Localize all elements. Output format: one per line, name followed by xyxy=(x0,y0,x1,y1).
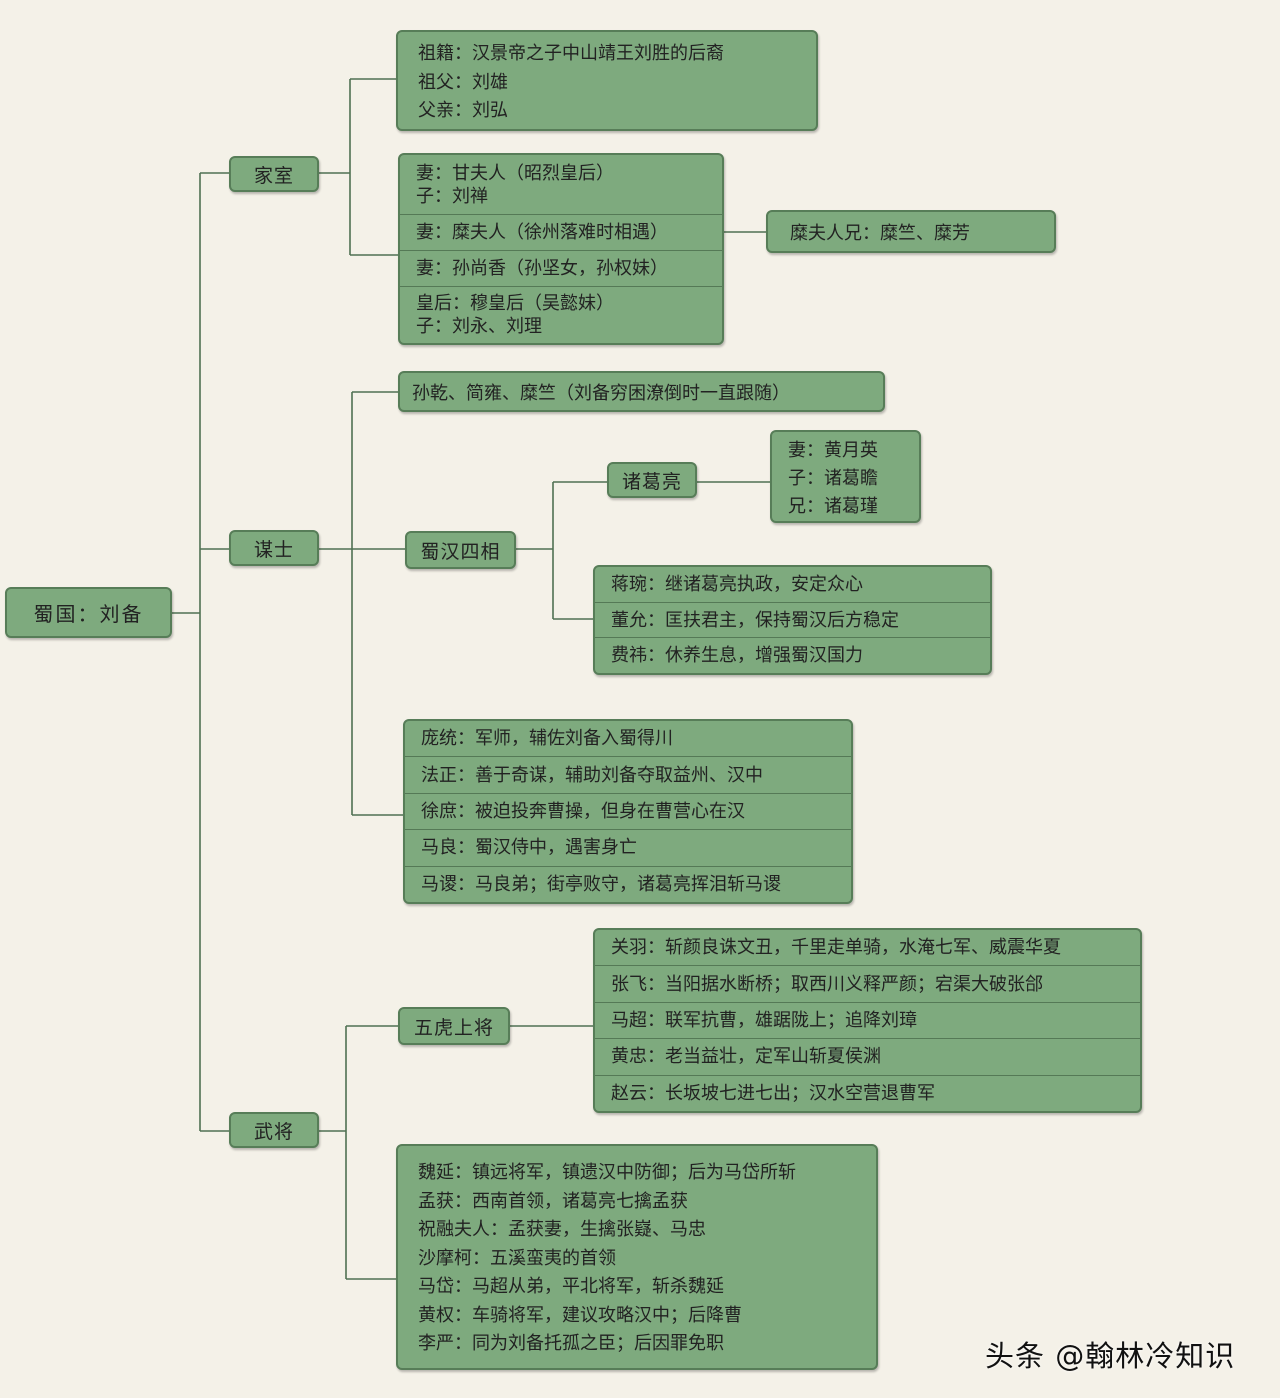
advisor-row: 法正：善于奇谋，辅助刘备夺取益州、汉中 xyxy=(405,756,851,792)
advisors-label: 谋士 xyxy=(253,538,294,561)
advisor-row: 庞统：军师，辅佐刘备入蜀得川 xyxy=(421,728,673,750)
advisor-row: 徐庶：被迫投奔曹操，但身在曹营心在汉 xyxy=(405,792,851,829)
general-line: 黄权：车骑将军，建议攻略汉中；后降曹 xyxy=(418,1304,742,1326)
five-tigers-label: 五虎上将 xyxy=(413,1016,494,1039)
wife-line: 皇后：穆皇后（吴懿妹） xyxy=(416,293,614,315)
advisor-row: 马良：蜀汉侍中，遇害身亡 xyxy=(405,829,851,865)
wife-row: 皇后：穆皇后（吴懿妹） 子：刘永、刘理 xyxy=(400,286,722,343)
tiger-row: 关羽：斩颜良诛文丑，千里走单骑，水淹七军、威震华夏 xyxy=(611,937,1061,959)
family-node: 家室 xyxy=(229,156,319,192)
followers-label: 孙乾、简雍、糜竺（刘备穷困潦倒时一直跟随） xyxy=(412,382,790,404)
tiger-row: 赵云：长坂坡七进七出；汉水空营退曹军 xyxy=(595,1074,1140,1111)
wife-line: 妻：孙尚香（孙坚女，孙权妹） xyxy=(416,258,668,280)
ancestry-box: 祖籍：汉景帝之子中山靖王刘胜的后裔 祖父：刘雄 父亲：刘弘 xyxy=(396,30,818,131)
wife-row: 妻：甘夫人（昭烈皇后） 子：刘禅 xyxy=(400,155,722,214)
tiger-row: 马超：联军抗曹，雄踞陇上；追降刘璋 xyxy=(595,1001,1140,1038)
mi-brothers-label: 糜夫人兄：糜竺、糜芳 xyxy=(790,222,970,244)
family-label: 家室 xyxy=(253,164,294,187)
ministers-box: 蒋琬：继诸葛亮执政，安定众心 董允：匡扶君主，保持蜀汉后方稳定 费祎：休养生息，… xyxy=(593,565,992,675)
generals-label: 武将 xyxy=(253,1120,294,1143)
tiger-row: 黄忠：老当益壮，定军山斩夏侯渊 xyxy=(595,1038,1140,1074)
tiger-row: 张飞：当阳据水断桥；取西川义释严颜；宕渠大破张郃 xyxy=(595,965,1140,1001)
wife-line: 妻：甘夫人（昭烈皇后） xyxy=(416,162,614,184)
wives-box: 妻：甘夫人（昭烈皇后） 子：刘禅 妻：糜夫人（徐州落难时相遇） 妻：孙尚香（孙坚… xyxy=(398,153,724,345)
four-ministers-node: 蜀汉四相 xyxy=(405,531,516,569)
ancestry-line: 祖籍：汉景帝之子中山靖王刘胜的后裔 xyxy=(418,43,724,64)
minister-row: 蒋琬：继诸葛亮执政，安定众心 xyxy=(611,573,863,595)
wife-line: 子：刘禅 xyxy=(416,185,488,207)
wife-line: 妻：糜夫人（徐州落难时相遇） xyxy=(416,222,668,244)
zhuge-label: 诸葛亮 xyxy=(621,470,682,493)
relative-line: 子：诸葛瞻 xyxy=(788,468,878,489)
root-node: 蜀国：刘备 xyxy=(5,587,172,638)
five-tigers-box: 关羽：斩颜良诛文丑，千里走单骑，水淹七军、威震华夏 张飞：当阳据水断桥；取西川义… xyxy=(593,928,1142,1113)
wife-line: 子：刘永、刘理 xyxy=(416,316,542,338)
advisors-node: 谋士 xyxy=(229,530,319,566)
wife-row: 妻：孙尚香（孙坚女，孙权妹） xyxy=(400,250,722,286)
mi-brothers-box: 糜夫人兄：糜竺、糜芳 xyxy=(766,210,1056,253)
other-advisors-box: 庞统：军师，辅佐刘备入蜀得川 法正：善于奇谋，辅助刘备夺取益州、汉中 徐庶：被迫… xyxy=(403,719,853,904)
relative-line: 兄：诸葛瑾 xyxy=(788,496,878,517)
followers-box: 孙乾、简雍、糜竺（刘备穷困潦倒时一直跟随） xyxy=(398,371,885,412)
ancestry-line: 父亲：刘弘 xyxy=(418,100,508,121)
ancestry-line: 祖父：刘雄 xyxy=(418,71,508,93)
minister-row: 董允：匡扶君主，保持蜀汉后方稳定 xyxy=(595,601,990,638)
general-line: 沙摩柯：五溪蛮夷的首领 xyxy=(418,1247,616,1269)
zhuge-relatives-box: 妻：黄月英 子：诸葛瞻 兄：诸葛瑾 xyxy=(770,430,921,523)
zhuge-node: 诸葛亮 xyxy=(607,462,697,498)
watermark: 头条 @翰林冷知识 xyxy=(985,1339,1236,1373)
general-line: 祝融夫人：孟获妻，生擒张嶷、马忠 xyxy=(418,1219,706,1240)
general-line: 李严：同为刘备托孤之臣；后因罪免职 xyxy=(418,1333,724,1354)
general-line: 孟获：西南首领，诸葛亮七擒孟获 xyxy=(418,1190,688,1212)
wife-row: 妻：糜夫人（徐州落难时相遇） xyxy=(400,214,722,250)
generals-node: 武将 xyxy=(229,1112,319,1148)
general-line: 马岱：马超从弟，平北将军，斩杀魏延 xyxy=(418,1276,724,1297)
minister-row: 费祎：休养生息，增强蜀汉国力 xyxy=(595,637,990,673)
five-tigers-node: 五虎上将 xyxy=(398,1007,510,1045)
root-label: 蜀国：刘备 xyxy=(33,602,144,626)
advisor-row: 马谡：马良弟；街亭败守，诸葛亮挥泪斩马谡 xyxy=(405,865,851,902)
four-ministers-label: 蜀汉四相 xyxy=(420,540,501,563)
general-line: 魏延：镇远将军，镇遗汉中防御；后为马岱所斩 xyxy=(418,1162,796,1183)
relative-line: 妻：黄月英 xyxy=(788,440,878,461)
other-generals-box: 魏延：镇远将军，镇遗汉中防御；后为马岱所斩 孟获：西南首领，诸葛亮七擒孟获 祝融… xyxy=(396,1144,878,1370)
